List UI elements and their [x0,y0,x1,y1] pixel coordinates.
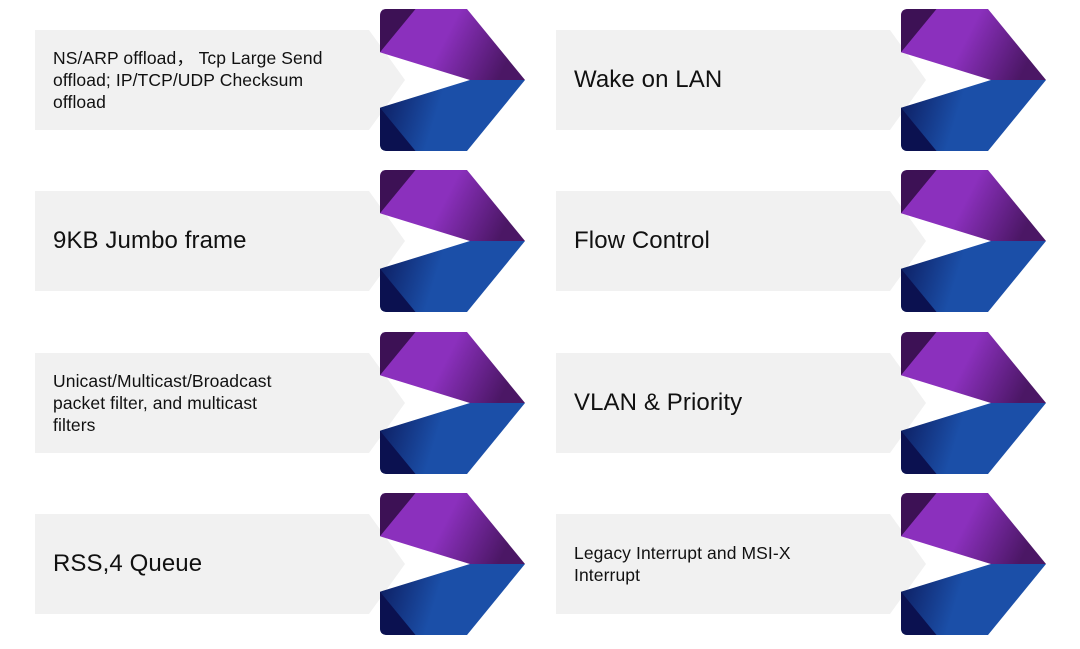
callout-bar: Unicast/Multicast/Broadcast packet filte… [35,353,405,453]
chevron-callout: 9KB Jumbo frame [35,170,525,312]
chevron-arrow-icon [901,330,1046,476]
callout-label: RSS,4 Queue [53,549,203,577]
callout-bar: Flow Control [556,191,926,291]
chevron-callout: Wake on LAN [556,9,1046,151]
callout-label: VLAN & Priority [574,388,743,416]
callout-bar: VLAN & Priority [556,353,926,453]
chevron-callout: VLAN & Priority [556,332,1046,474]
chevron-callout: Unicast/Multicast/Broadcast packet filte… [35,332,525,474]
callout-label: 9KB Jumbo frame [53,226,247,254]
chevron-arrow-icon [901,7,1046,153]
callout-bar: NS/ARP offload， Tcp Large Send offload; … [35,30,405,130]
callout-label: Flow Control [574,226,710,254]
chevron-callout: Legacy Interrupt and MSI-X Interrupt [556,493,1046,635]
chevron-arrow-icon [380,491,525,637]
chevron-callout: RSS,4 Queue [35,493,525,635]
chevron-callout: Flow Control [556,170,1046,312]
callout-label: Legacy Interrupt and MSI-X Interrupt [574,542,791,585]
chevron-arrow-icon [380,7,525,153]
callout-bar: RSS,4 Queue [35,514,405,614]
callout-bar: Wake on LAN [556,30,926,130]
callout-label: NS/ARP offload， Tcp Large Send offload; … [53,47,323,113]
callout-bar: 9KB Jumbo frame [35,191,405,291]
chevron-arrow-icon [380,168,525,314]
callout-label: Wake on LAN [574,65,723,93]
chevron-arrow-icon [901,168,1046,314]
callout-label: Unicast/Multicast/Broadcast packet filte… [53,370,272,436]
chevron-arrow-icon [901,491,1046,637]
callout-bar: Legacy Interrupt and MSI-X Interrupt [556,514,926,614]
chevron-arrow-icon [380,330,525,476]
chevron-callout: NS/ARP offload， Tcp Large Send offload; … [35,9,525,151]
